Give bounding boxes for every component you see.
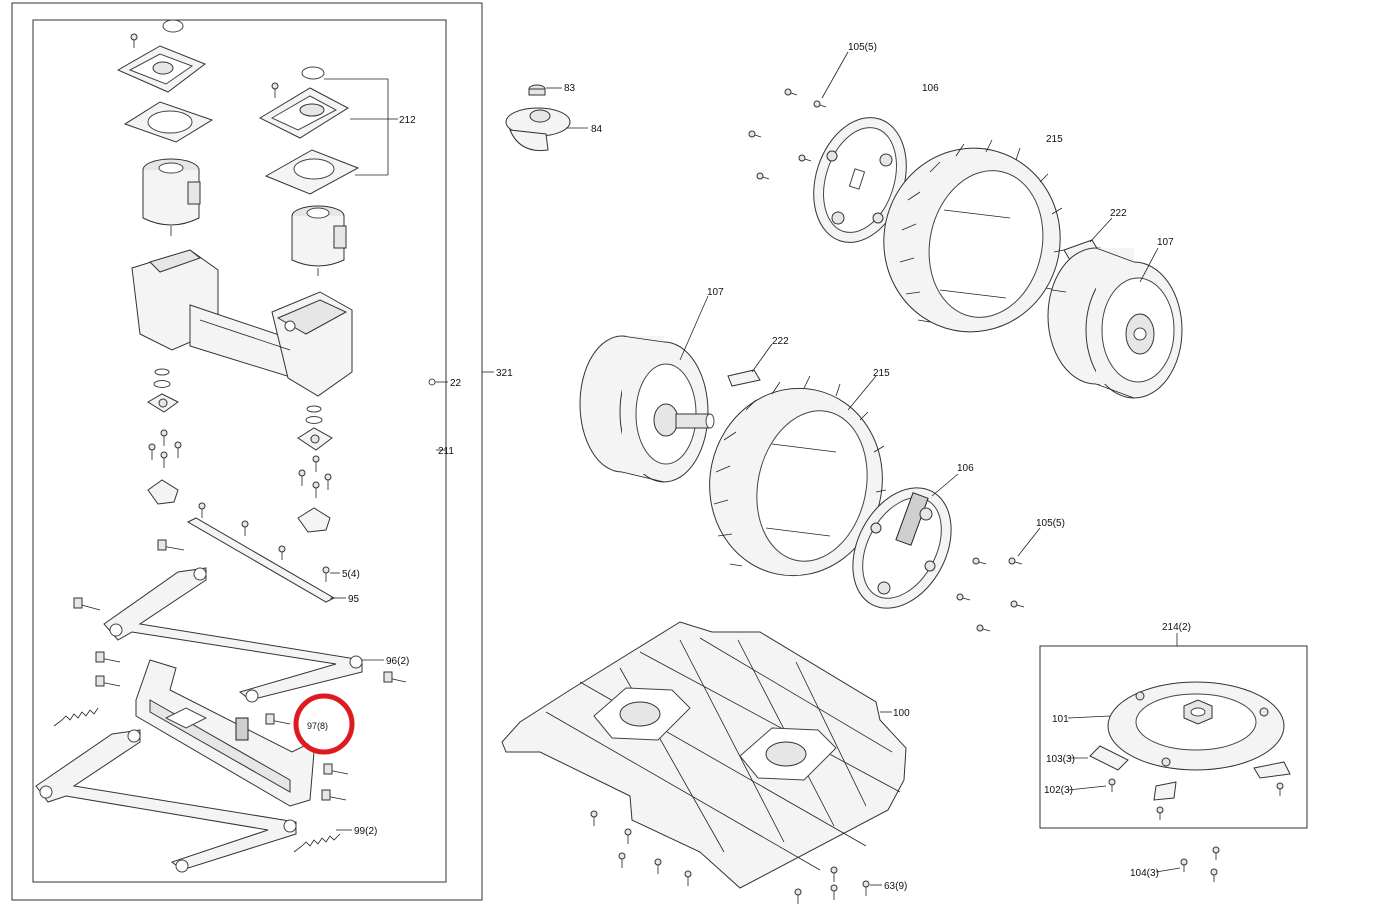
left-motor xyxy=(142,158,201,236)
label-107-right: 107 xyxy=(1157,237,1174,248)
label-96: 96(2) xyxy=(386,656,409,667)
skid-plate-100 xyxy=(501,621,907,889)
right-motor xyxy=(291,205,347,276)
top-cover-plate xyxy=(116,19,214,143)
inner-frame-211 xyxy=(32,19,447,883)
mount-hardware xyxy=(147,368,333,533)
bolts-63 xyxy=(590,810,882,904)
screws-105-top xyxy=(748,51,849,180)
base-housing xyxy=(135,659,315,807)
label-321: 321 xyxy=(496,368,513,379)
label-100: 100 xyxy=(893,708,910,719)
label-99: 99(2) xyxy=(354,826,377,837)
blade-disk-frame-214 xyxy=(1039,645,1308,829)
label-95: 95 xyxy=(348,594,360,605)
highlight-ring xyxy=(293,693,355,755)
blade-screws-102 xyxy=(1067,778,1284,820)
label-222-left: 222 xyxy=(772,336,789,347)
hub-cap-106-bottom xyxy=(852,473,959,609)
pad-222-left xyxy=(727,343,773,387)
frame-leaders xyxy=(330,371,494,831)
label-5: 5(4) xyxy=(342,569,360,580)
blades-103 xyxy=(1068,745,1291,801)
blade-disk-101 xyxy=(1067,681,1285,771)
label-84: 84 xyxy=(591,124,603,135)
label-105-bottom: 105(5) xyxy=(1036,518,1065,529)
screws-104 xyxy=(1155,846,1220,882)
screws-105-bottom xyxy=(956,527,1041,632)
label-105-top: 105(5) xyxy=(848,42,877,53)
label-215-bottom: 215 xyxy=(873,368,890,379)
label-102: 102(3) xyxy=(1044,785,1073,796)
right-cover-plate-212 xyxy=(258,66,398,195)
gear-and-cam-83-84 xyxy=(505,84,588,152)
rail-95 xyxy=(186,502,336,603)
label-212: 212 xyxy=(399,115,416,126)
label-215-top: 215 xyxy=(1046,134,1063,145)
outer-frame-321 xyxy=(11,2,483,901)
label-22: 22 xyxy=(450,378,462,389)
upper-swing-arm xyxy=(73,539,407,703)
label-104: 104(3) xyxy=(1130,868,1159,879)
label-107-left: 107 xyxy=(707,287,724,298)
label-214: 214(2) xyxy=(1162,622,1191,633)
tire-215-top xyxy=(883,139,1065,333)
lower-swing-arm xyxy=(35,713,349,873)
springs-99 xyxy=(53,707,341,853)
label-106-top: 106 xyxy=(922,83,939,94)
wheel-hub-107-left xyxy=(579,295,715,483)
hub-cap-106-top xyxy=(813,117,907,243)
label-106-bottom: 106 xyxy=(957,463,974,474)
tire-215-bottom xyxy=(709,375,887,577)
label-211: 211 xyxy=(438,446,454,457)
label-222-top: 222 xyxy=(1110,208,1127,219)
label-63: 63(9) xyxy=(884,881,907,892)
label-83: 83 xyxy=(564,83,576,94)
motor-bracket-frame xyxy=(131,249,353,397)
label-97: 97(8) xyxy=(307,721,328,731)
wheel-hub-107-right xyxy=(1047,247,1183,399)
label-101: 101 xyxy=(1052,714,1069,725)
label-103: 103(3) xyxy=(1046,754,1075,765)
